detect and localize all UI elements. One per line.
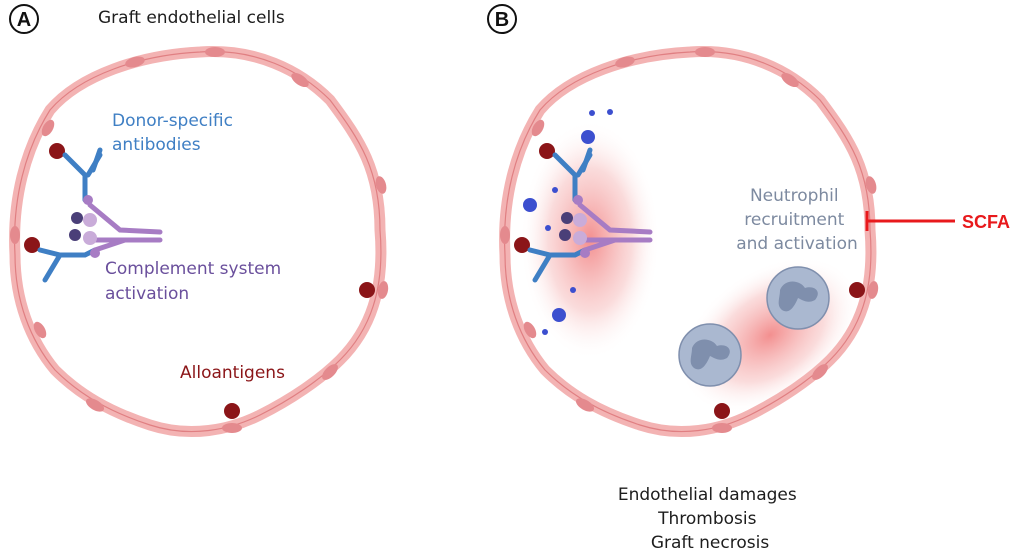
alloantigen-dot xyxy=(539,143,555,159)
alloantigen-dot xyxy=(849,282,865,298)
endothelial-nuclei-a xyxy=(10,47,389,433)
vessel-wall-b xyxy=(499,46,879,438)
panel-a-title: Graft endothelial cells xyxy=(98,8,285,28)
scfa-label: SCFA xyxy=(962,212,1010,232)
alloantigen-dot xyxy=(224,403,240,419)
vessel-wall-a xyxy=(9,46,389,438)
complement-label: Complement system activation xyxy=(105,259,287,304)
alloantigen-dot xyxy=(359,282,375,298)
outcomes-label: Endothelial damages Thrombosis Graft nec… xyxy=(618,485,802,553)
alloantigen-dot xyxy=(514,237,530,253)
alloantigens-a xyxy=(24,143,375,419)
panel-b-letter-badge: B xyxy=(487,4,517,34)
panel-b-letter: B xyxy=(495,9,509,31)
alloantigen-dot xyxy=(24,237,40,253)
antibodies-label: Donor-specific antibodies xyxy=(112,111,238,155)
neutrophil xyxy=(678,323,742,387)
panel-a-letter-badge: A xyxy=(9,4,39,34)
neutrophil xyxy=(766,266,830,330)
alloantigen-dot xyxy=(49,143,65,159)
panel-b: B xyxy=(487,4,1010,553)
antibody-complement-complex-a xyxy=(37,147,163,283)
panel-a-letter: A xyxy=(17,9,31,31)
alloantigens-label: Alloantigens xyxy=(180,363,285,383)
endothelial-nuclei-b xyxy=(500,47,879,433)
panel-a: A Graft endothelial cells xyxy=(9,4,389,438)
antibody-complement-complex-b xyxy=(527,147,653,283)
scfa-inhibition-arrow xyxy=(865,211,955,231)
complement-fragments xyxy=(523,109,613,335)
alloantigen-dot xyxy=(714,403,730,419)
neutrophil-label: Neutrophil recruitment and activation xyxy=(736,186,858,254)
alloantigens-b xyxy=(514,143,865,419)
